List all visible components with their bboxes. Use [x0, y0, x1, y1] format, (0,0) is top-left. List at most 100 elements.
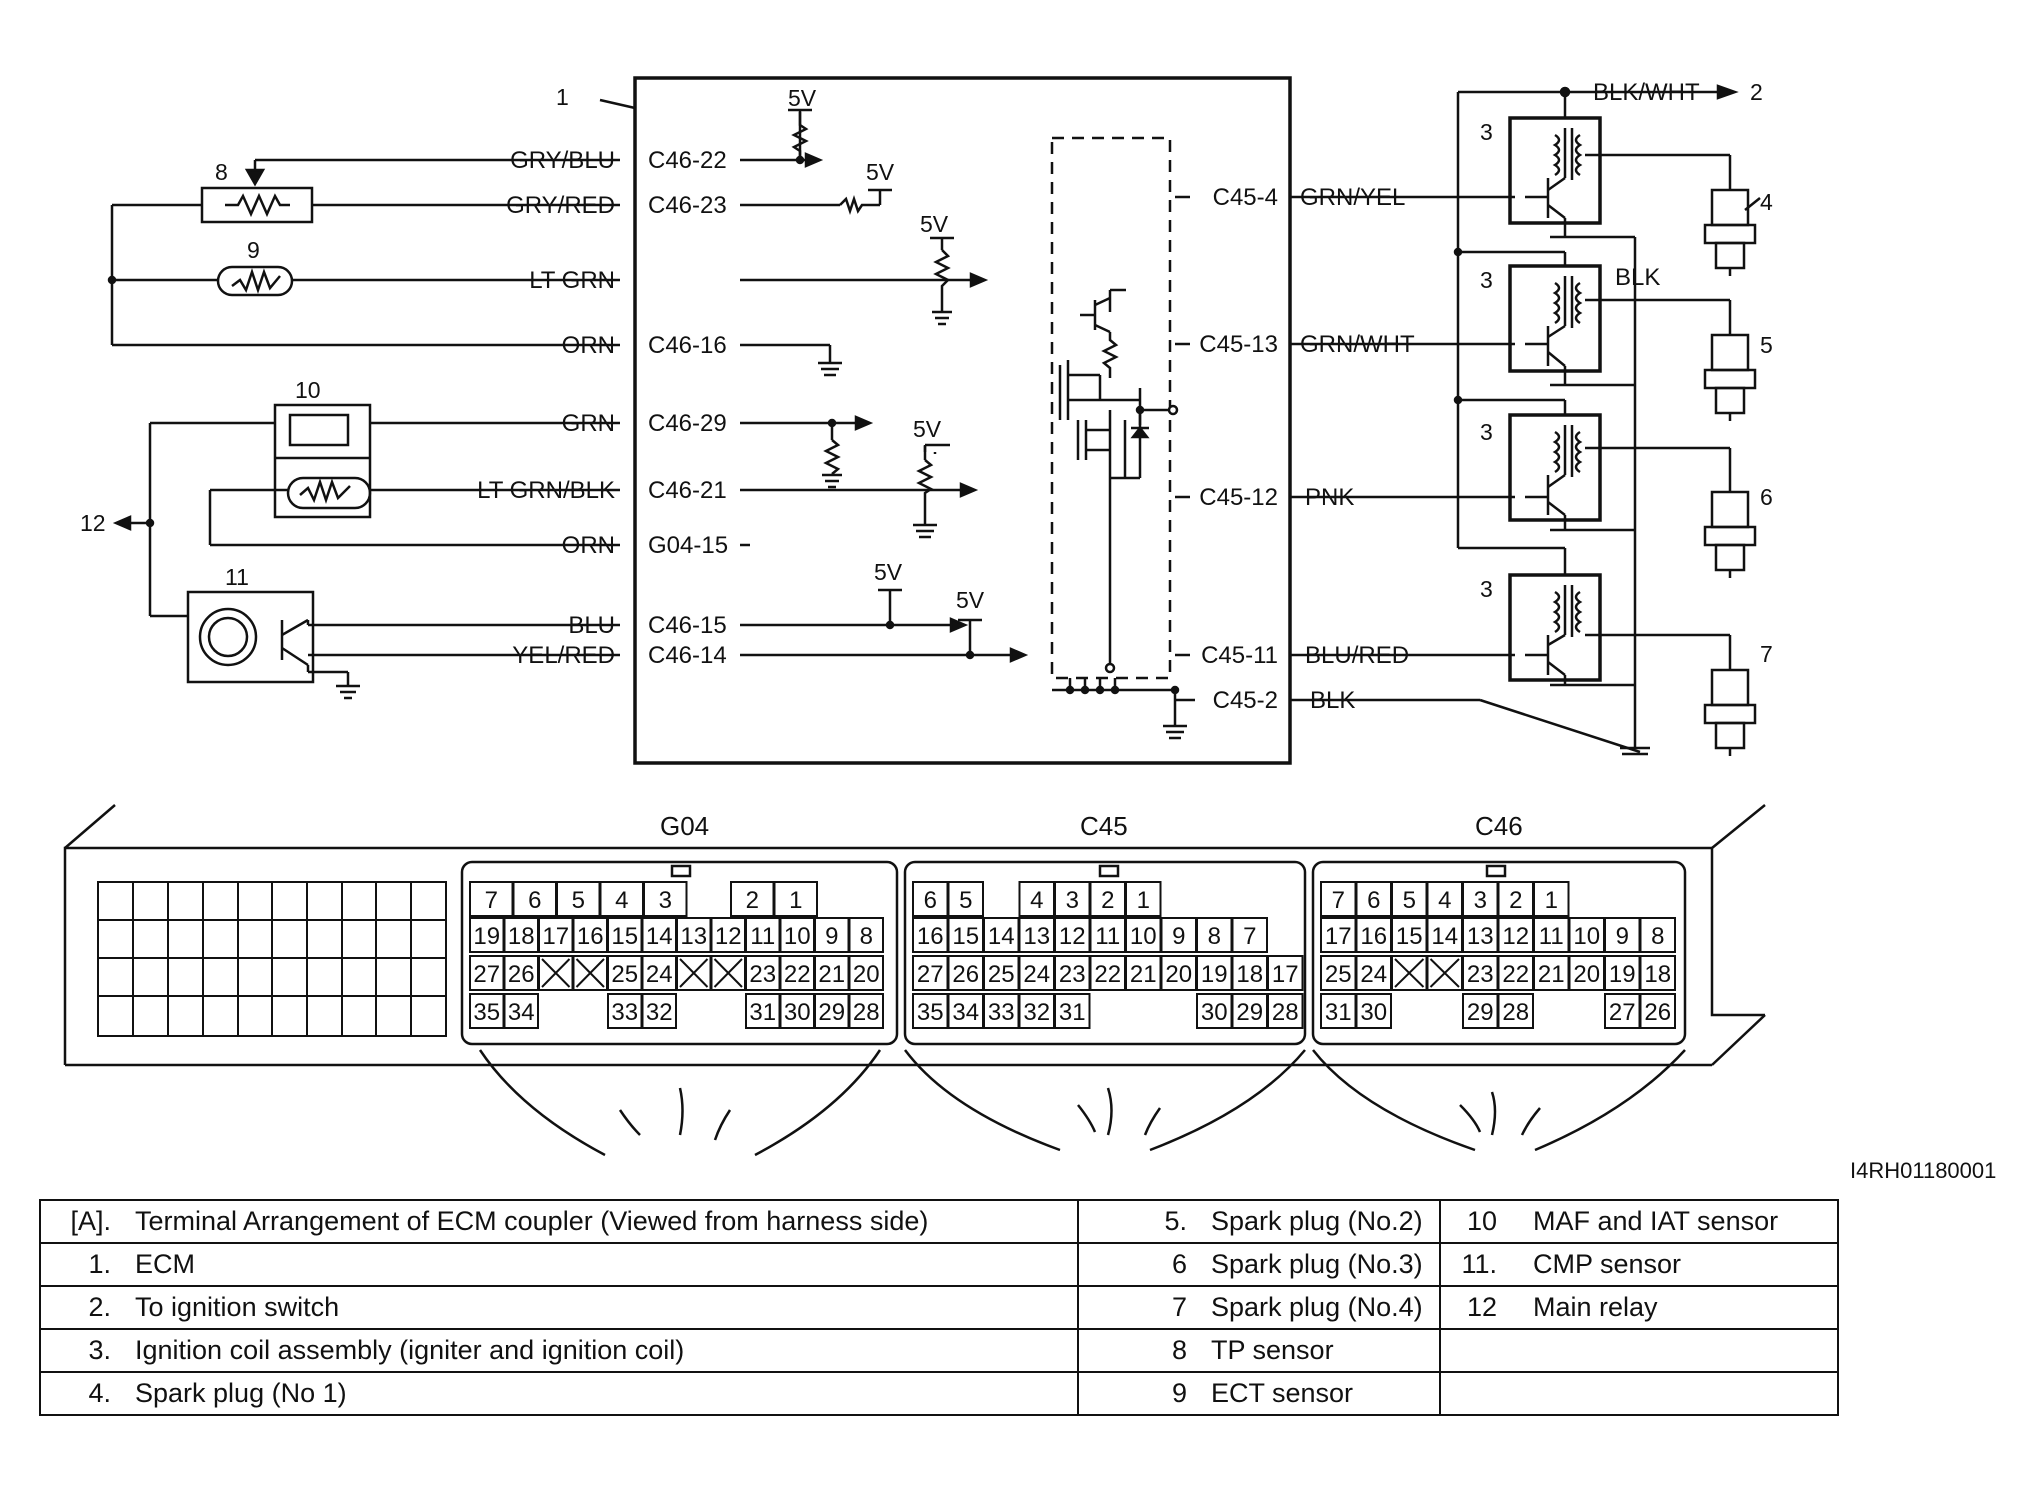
- wire-yel-red: YEL/RED: [512, 642, 615, 669]
- coupler-c46-pin-number: 23: [1467, 961, 1494, 988]
- coupler-g04-pin-number: 30: [784, 999, 811, 1026]
- wire-gry-blu: GRY/BLU: [510, 147, 615, 174]
- coupler-c46-outline: [1311, 860, 1687, 1046]
- wire-lt-grn: LT GRN: [529, 267, 615, 294]
- legend-num: 5.: [1164, 1206, 1187, 1236]
- legend-text: Spark plug (No.3): [1211, 1249, 1423, 1279]
- legend-text: Ignition coil assembly (igniter and igni…: [135, 1335, 685, 1365]
- legend-table: [A].Terminal Arrangement of ECM coupler …: [39, 1199, 1839, 1416]
- coupler-c46-pin-number: 28: [1502, 999, 1529, 1026]
- blank-terminal-grid: [97, 881, 447, 1037]
- ignition-coil-2: [1508, 264, 1732, 385]
- label-3b: 3: [1480, 267, 1493, 293]
- coupler-c46-pin-number: 5: [1403, 887, 1416, 914]
- label-5v-2: 5V: [866, 159, 895, 185]
- coupler-c46-pin-number: 12: [1502, 923, 1529, 950]
- terminal-c46-23: C46-23: [648, 192, 727, 219]
- legend-cell: 1.ECM: [39, 1242, 1079, 1287]
- coupler-g04-pin-number: 18: [508, 923, 535, 950]
- coupler-c45-pin-number: 18: [1236, 961, 1263, 988]
- legend-num: 11.: [1461, 1249, 1497, 1279]
- coupler-c45-pin-cell: [1267, 993, 1304, 1029]
- coupler-c45-pin-number: 24: [1023, 961, 1050, 988]
- coupler-c45-pin-number: 31: [1059, 999, 1086, 1026]
- coupler-c46-pin-number: 25: [1325, 961, 1352, 988]
- coupler-g04-pin-number: 29: [818, 999, 845, 1026]
- coupler-c46-pin-number: 16: [1360, 923, 1387, 950]
- coupler-c45-pin-number: 22: [1094, 961, 1121, 988]
- legend-num: 9: [1171, 1378, 1187, 1408]
- coupler-c45-outline: [903, 860, 1307, 1046]
- legend-cell: 7 Spark plug (No.4): [1077, 1285, 1441, 1330]
- legend-cell: 9 ECT sensor: [1077, 1371, 1441, 1416]
- terminal-g04-15: G04-15: [648, 532, 728, 559]
- coupler-c46-pin-number: 21: [1538, 961, 1565, 988]
- coupler-c46-pin-number: 6: [1367, 887, 1380, 914]
- coupler-c46-pin-number: 13: [1467, 923, 1494, 950]
- coupler-c46-pin-number: 3: [1474, 887, 1487, 914]
- terminal-c46-29: C46-29: [648, 410, 727, 437]
- wire-blk-wht: BLK/WHT: [1593, 79, 1700, 106]
- legend-num: 4.: [88, 1378, 111, 1408]
- coupler-c45-pin-number: 4: [1030, 887, 1043, 914]
- ignition-coil-1: [1508, 116, 1732, 237]
- figure-id: I4RH01180001: [1850, 1158, 1997, 1183]
- terminal-c45-13: C45-13: [1199, 331, 1278, 358]
- label-9: 9: [247, 237, 260, 263]
- legend-text: ECT sensor: [1211, 1378, 1354, 1408]
- coupler-g04-label: G04: [660, 811, 709, 841]
- wire-pnk: PNK: [1305, 484, 1354, 511]
- coupler-c45-pin-number: 9: [1172, 923, 1185, 950]
- label-8: 8: [215, 159, 228, 185]
- legend-num: 7: [1171, 1292, 1187, 1322]
- wire-gry-red: GRY/RED: [506, 192, 615, 219]
- spark-plug-1: [1703, 188, 1761, 276]
- legend-cell: 2.To ignition switch: [39, 1285, 1079, 1330]
- coupler-c46-pin-number: 20: [1573, 961, 1600, 988]
- coupler-c46-pin-number: 4: [1438, 887, 1451, 914]
- coupler-c46-pin-number: 9: [1616, 923, 1629, 950]
- coupler-g04-pin-number: 4: [615, 887, 628, 914]
- legend-cell: [1439, 1328, 1839, 1373]
- coupler-g04-pin-number: 7: [485, 887, 498, 914]
- coupler-g04-pin-cell: [773, 881, 818, 917]
- coupler-g04-pin-number: 3: [659, 887, 672, 914]
- coupler-c45-pin-number: 15: [952, 923, 979, 950]
- coupler-g04-pin-number: 27: [473, 961, 500, 988]
- label-11: 11: [225, 564, 249, 590]
- coupler-c45-pin-number: 33: [988, 999, 1015, 1026]
- coupler-c46-pin-number: 26: [1644, 999, 1671, 1026]
- legend-cell: [1439, 1371, 1839, 1416]
- coupler-g04-pin-number: 2: [746, 887, 759, 914]
- coupler-c45-pin-number: 7: [1243, 923, 1256, 950]
- coupler-c46-pin-cell: [1497, 993, 1534, 1029]
- coupler-c45-pin-number: 5: [959, 887, 972, 914]
- coupler-c46-pin-number: 19: [1609, 961, 1636, 988]
- coupler-c45-pin-number: 23: [1059, 961, 1086, 988]
- coupler-c45-pin-number: 17: [1272, 961, 1299, 988]
- coupler-g04-pin-number: 31: [749, 999, 776, 1026]
- label-6: 6: [1760, 484, 1773, 510]
- wire-lt-grn-blk: LT GRN/BLK: [477, 477, 615, 504]
- coupler-g04-pin-number: 1: [789, 887, 802, 914]
- coupler-c46-pin-cell: [1533, 881, 1570, 917]
- coupler-c45-pin-cell: [1231, 917, 1268, 953]
- legend-row: [A].Terminal Arrangement of ECM coupler …: [39, 1199, 1839, 1244]
- coupler-g04-pin-cell: [641, 993, 677, 1029]
- coupler-g04-pin-number: 32: [646, 999, 673, 1026]
- legend-text: MAF and IAT sensor: [1533, 1206, 1779, 1236]
- legend-text: Spark plug (No.4): [1211, 1292, 1423, 1322]
- coupler-c45-pin-cell: [1267, 955, 1304, 991]
- coupler-c45-pin-number: 14: [988, 923, 1015, 950]
- coupler-g04-pin-number: 33: [611, 999, 638, 1026]
- coupler-c45-pin-number: 3: [1066, 887, 1079, 914]
- ecm-box: [633, 76, 1292, 765]
- wire-blk-2: BLK: [1615, 264, 1660, 291]
- legend-text: CMP sensor: [1533, 1249, 1682, 1279]
- label-7: 7: [1760, 641, 1773, 667]
- coupler-c46-pin-number: 7: [1332, 887, 1345, 914]
